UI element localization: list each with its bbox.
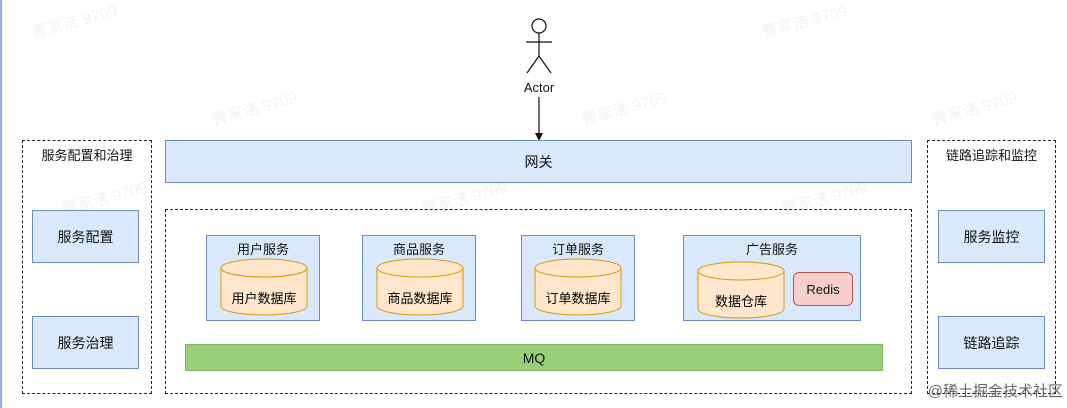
user-service-title: 用户服务: [236, 242, 289, 257]
service-config-box: 服务配置: [32, 210, 139, 263]
left-panel-title: 服务配置和治理: [41, 148, 133, 163]
gateway-box: 网关: [165, 140, 912, 183]
window-left-edge: [0, 0, 2, 408]
bg-watermark: 曹家浩 9709: [29, 2, 120, 43]
product-db-label: 商品数据库: [387, 291, 452, 306]
arrow-actor-to-gateway: [535, 97, 543, 141]
order-db-cylinder: 订单数据库: [534, 258, 622, 316]
right-panel: 链路追踪和监控: [927, 140, 1056, 394]
service-monitor-box: 服务监控: [938, 210, 1045, 263]
mq-bar: MQ: [185, 344, 883, 371]
bg-watermark: 曹家浩 9709: [929, 89, 1020, 130]
data-warehouse-label: 数据仓库: [715, 294, 767, 309]
actor-icon: [526, 18, 552, 74]
actor-label: Actor: [523, 80, 555, 95]
trace-box: 链路追踪: [938, 316, 1045, 369]
ad-service-title: 广告服务: [745, 242, 798, 257]
right-panel-title: 链路追踪和监控: [945, 148, 1037, 163]
bg-watermark: 曹家浩 9709: [209, 89, 300, 130]
product-service-title: 商品服务: [392, 242, 445, 257]
left-panel: 服务配置和治理: [22, 140, 152, 394]
footer-watermark: @稀土掘金技术社区: [927, 383, 1063, 400]
service-governance-box: 服务治理: [32, 316, 139, 369]
order-service-title: 订单服务: [551, 242, 604, 257]
order-db-label: 订单数据库: [545, 291, 610, 306]
services-container: [165, 209, 912, 394]
user-db-label: 用户数据库: [231, 291, 296, 306]
redis-box: Redis: [793, 272, 853, 306]
user-db-cylinder: 用户数据库: [220, 258, 308, 316]
data-warehouse-cylinder: 数据仓库: [697, 261, 785, 319]
product-db-cylinder: 商品数据库: [376, 258, 464, 316]
bg-watermark: 曹家浩 9709: [579, 89, 670, 130]
bg-watermark: 曹家浩 9709: [759, 2, 850, 43]
